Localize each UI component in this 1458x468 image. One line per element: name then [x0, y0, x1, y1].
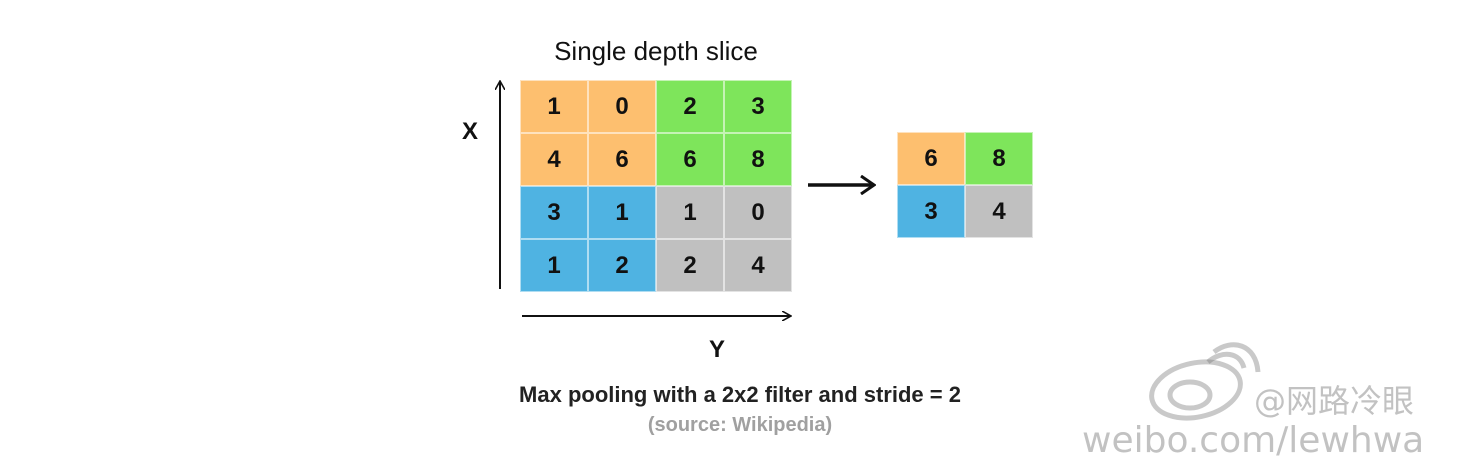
input-cell: 3 — [724, 80, 792, 133]
input-cell: 6 — [588, 133, 656, 186]
input-cell: 1 — [520, 80, 588, 133]
input-cell: 0 — [588, 80, 656, 133]
input-cell: 2 — [656, 239, 724, 292]
output-cell: 3 — [897, 185, 965, 238]
input-cell: 8 — [724, 133, 792, 186]
input-cell: 1 — [520, 239, 588, 292]
input-cell: 2 — [588, 239, 656, 292]
input-cell: 4 — [520, 133, 588, 186]
caption: Max pooling with a 2x2 filter and stride… — [519, 382, 961, 407]
input-cell: 6 — [656, 133, 724, 186]
input-cell: 3 — [520, 186, 588, 239]
y-axis-label: Y — [709, 336, 726, 363]
input-cell: 1 — [656, 186, 724, 239]
input-cell: 0 — [724, 186, 792, 239]
input-cell: 1 — [588, 186, 656, 239]
output-cell: 8 — [965, 132, 1033, 185]
input-cell: 4 — [724, 239, 792, 292]
watermark-handle: @网路冷眼 — [1254, 382, 1415, 420]
watermark-url: weibo.com/lewhwa — [1082, 420, 1425, 461]
diagram-title: Single depth slice — [554, 36, 758, 66]
output-cell: 4 — [965, 185, 1033, 238]
caption-source: (source: Wikipedia) — [647, 414, 833, 436]
output-cell: 6 — [897, 132, 965, 185]
input-cell: 2 — [656, 80, 724, 133]
x-axis-label: X — [462, 118, 479, 145]
